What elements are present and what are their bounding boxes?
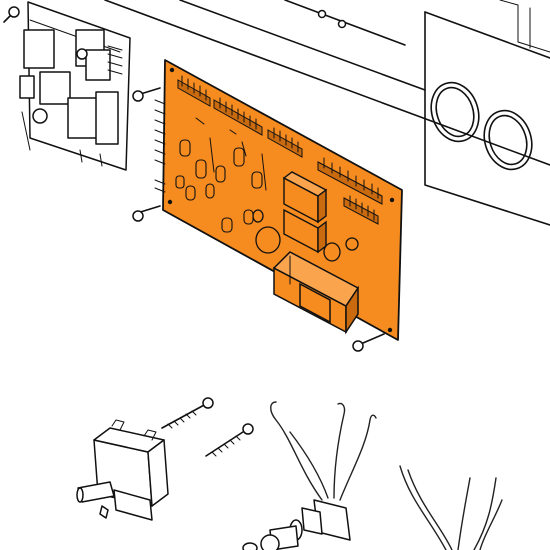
capacitors (252, 209, 359, 262)
wire-harness (399, 465, 503, 550)
transformer (272, 251, 360, 335)
small-components (175, 139, 263, 233)
potentiometer-control (242, 401, 377, 550)
potentiometer-wires (270, 401, 377, 501)
housing-mount-studs (317, 9, 347, 29)
rotary-selector-switch (76, 397, 254, 521)
switch-mounting-screws (161, 397, 254, 457)
main-control-board (132, 59, 403, 352)
display-control-board (3, 1, 131, 171)
board-screws (132, 87, 385, 352)
main-board-pcb (162, 59, 403, 341)
indicator-light-ring-right (483, 109, 533, 171)
display-board-screw (3, 6, 20, 23)
indicator-light-ring-left (430, 81, 480, 143)
relay-block (282, 171, 328, 254)
control-panel-housing (104, 0, 550, 226)
